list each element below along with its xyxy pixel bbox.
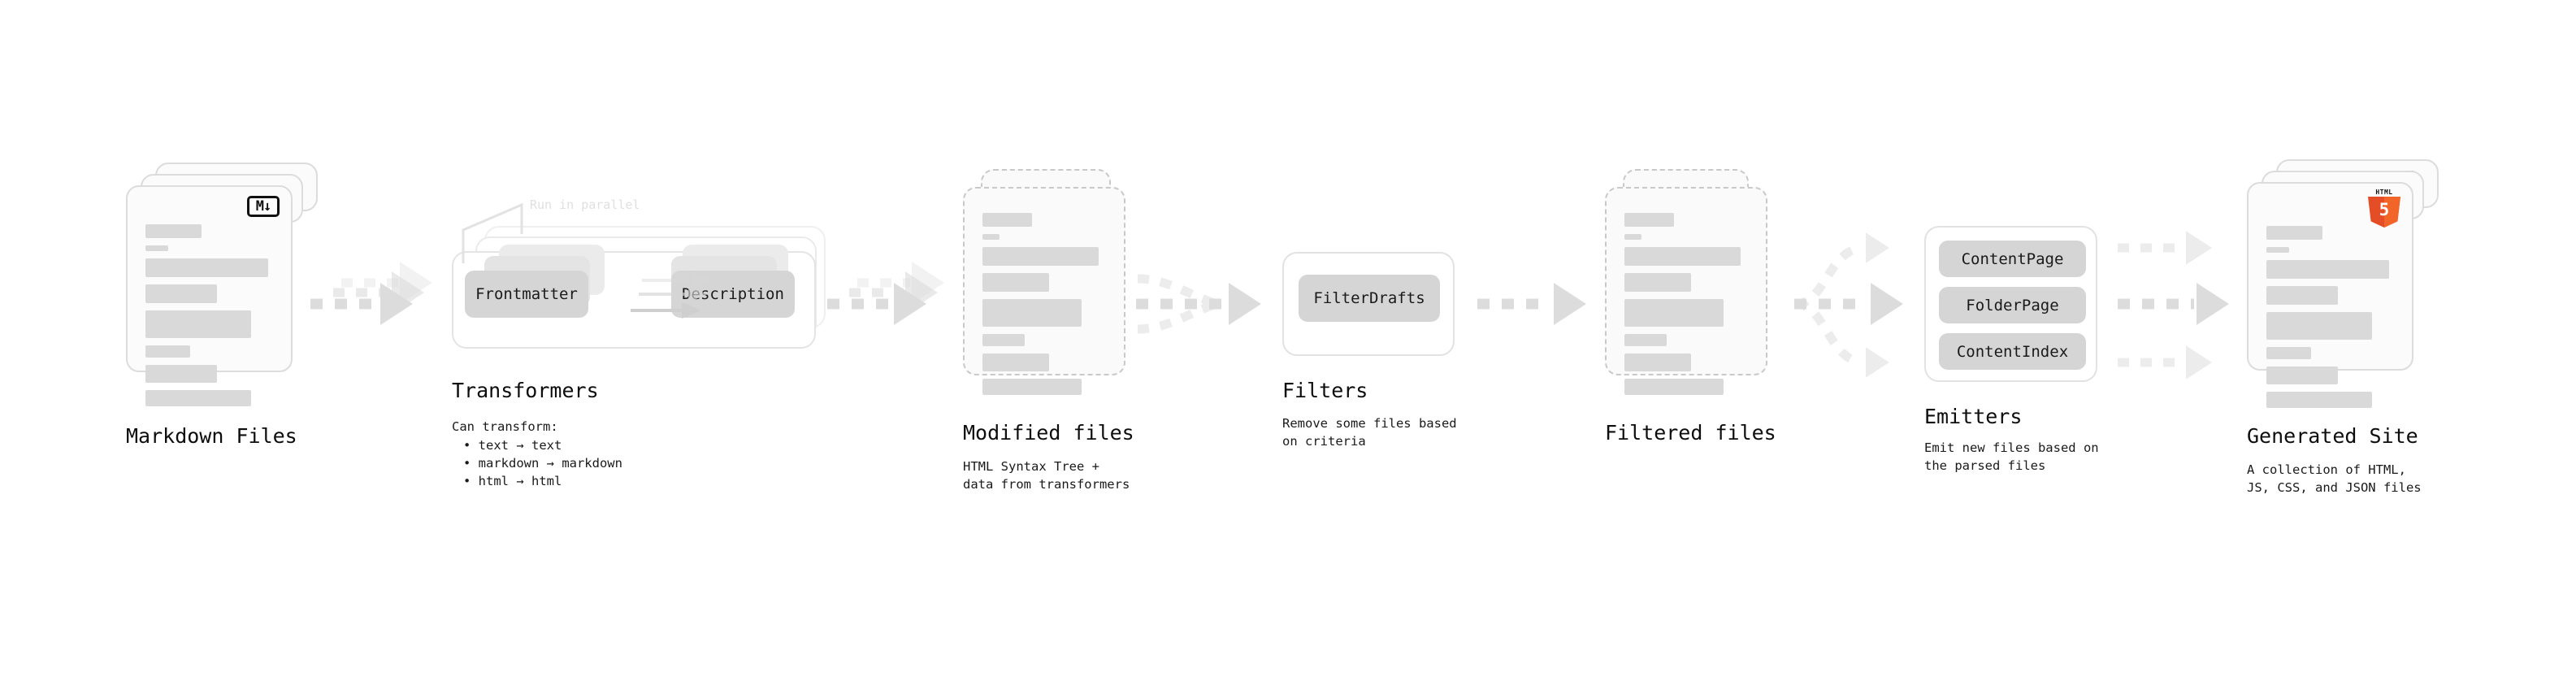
html5-shield-highlight (2384, 197, 2400, 228)
transformers-bullet-2: • html → html (463, 474, 562, 488)
generated-site-caption: Generated Site (2247, 424, 2418, 448)
arrow-filters-to-filtered (1477, 283, 1586, 325)
markdown-icon: M↓ (247, 196, 280, 217)
modified-files-sub: HTML Syntax Tree + data from transformer… (963, 459, 1130, 492)
transformer-chip-frontmatter[interactable]: Frontmatter (465, 271, 588, 318)
filtered-doc-lines (1624, 213, 1748, 402)
arrow-emitters-to-generated (2118, 231, 2229, 380)
emitter-chip-contentindex[interactable]: ContentIndex (1939, 333, 2086, 370)
html5-icon-five: 5 (2379, 200, 2390, 219)
emitters-box: ContentPage FolderPage ContentIndex (1924, 226, 2097, 382)
markdown-files-caption: Markdown Files (126, 424, 297, 448)
generated-site-sub: A collection of HTML, JS, CSS, and JSON … (2247, 462, 2422, 495)
markdown-doc-lines (145, 224, 273, 414)
arrow-markdown-to-transformers (310, 262, 432, 325)
transformer-chip-description[interactable]: Description (671, 271, 795, 318)
run-in-parallel-label: Run in parallel (530, 197, 640, 212)
transformers-bullet-1: • markdown → markdown (463, 456, 622, 471)
filters-box: FilterDrafts (1282, 252, 1455, 356)
transformers-sub-intro: Can transform: (452, 419, 558, 434)
modified-files-caption: Modified files (963, 421, 1134, 445)
markdown-doc-front: M↓ (126, 185, 293, 406)
transformers-bullets: • text → text • markdown → markdown • ht… (463, 436, 622, 490)
filter-chip-filterdrafts[interactable]: FilterDrafts (1299, 275, 1440, 322)
filtered-files-caption: Filtered files (1605, 421, 1776, 445)
emitter-chip-contentpage[interactable]: ContentPage (1939, 241, 2086, 277)
transformers-bullet-0: • text → text (463, 438, 562, 453)
html5-icon: HTML 5 (2368, 189, 2400, 228)
filters-sub: Remove some files based on criteria (1282, 416, 1457, 449)
arrow-modified-to-filters (1136, 274, 1261, 334)
transformers-box-front: Frontmatter Description (452, 245, 816, 349)
filters-caption: Filters (1282, 379, 1368, 402)
filtered-doc-front (1605, 187, 1767, 395)
transformers-caption: Transformers (452, 379, 599, 402)
generated-doc-html: HTML 5 (2247, 182, 2413, 408)
modified-doc-lines (982, 213, 1106, 402)
arrow-filtered-to-emitters (1794, 232, 1903, 378)
html5-icon-label: HTML (2375, 189, 2393, 196)
emitters-caption: Emitters (1924, 405, 2023, 428)
emitter-chip-folderpage[interactable]: FolderPage (1939, 287, 2086, 323)
modified-doc-front (963, 187, 1125, 395)
arrow-transformers-to-modified (827, 262, 944, 325)
emitters-sub: Emit new files based on the parsed files (1924, 440, 2099, 473)
generated-doc-lines (2266, 226, 2394, 415)
